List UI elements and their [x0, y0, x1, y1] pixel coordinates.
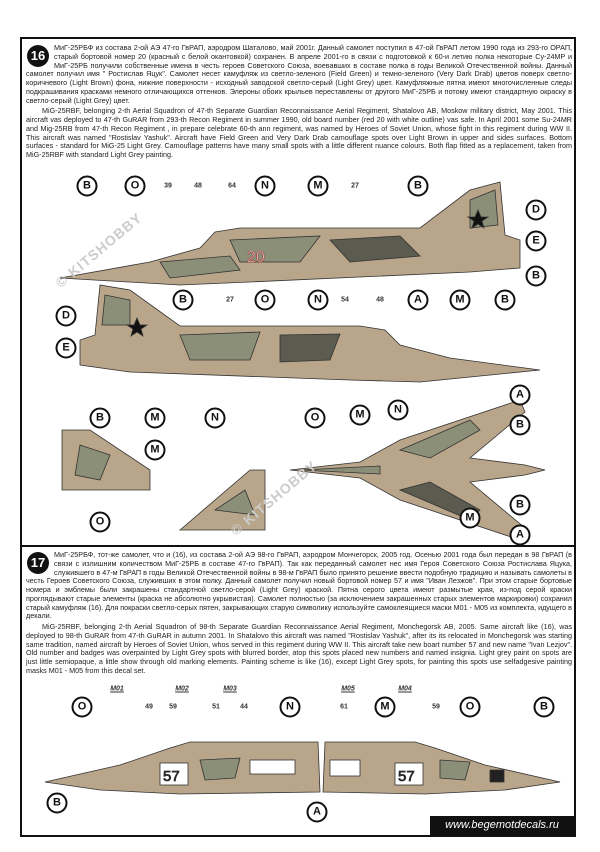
mask-label: M05 — [341, 685, 355, 693]
mask-label: M01 — [110, 685, 124, 693]
color-callout: M — [144, 407, 166, 429]
section-17-text-ru: МиГ-25РБФ, тот-же самолет, что и (16), и… — [26, 550, 572, 621]
color-callout: O — [254, 289, 276, 311]
side-view-right-17: 57 — [322, 741, 561, 795]
board-number-17-left: 57 — [163, 768, 180, 785]
color-callout: E — [55, 337, 77, 359]
color-callout: N — [279, 696, 301, 718]
color-callout: B — [494, 289, 516, 311]
color-callout: N — [387, 399, 409, 421]
section-16-description: 16 МиГ-25РБФ из состава 2-ой АЭ 47-го Гв… — [26, 43, 572, 160]
color-callout: N — [204, 407, 226, 429]
color-callout: M — [449, 289, 471, 311]
decal-reference-number: 27 — [226, 296, 234, 304]
side-view-left-16: 20 — [59, 181, 521, 286]
section-17-number: 17 — [27, 552, 49, 574]
mask-label: M04 — [398, 685, 412, 693]
mask-label: M03 — [223, 685, 237, 693]
color-callout: B — [525, 265, 547, 287]
color-callout: O — [459, 696, 481, 718]
section-16-text-ru: МиГ-25РБФ из состава 2-ой АЭ 47-го ГвРАП… — [26, 43, 572, 105]
color-callout: M — [307, 175, 329, 197]
color-callout: M — [349, 404, 371, 426]
color-callout: O — [124, 175, 146, 197]
decal-reference-number: 48 — [376, 296, 384, 304]
color-callout: O — [89, 511, 111, 533]
color-callout: B — [89, 407, 111, 429]
section-17-description: 17 МиГ-25РБФ, тот-же самолет, что и (16)… — [26, 550, 572, 676]
decal-reference-number: 59 — [432, 703, 440, 711]
decal-reference-number: 59 — [169, 703, 177, 711]
color-callout: B — [407, 175, 429, 197]
color-callout: O — [71, 696, 93, 718]
board-number-16: 20 — [247, 249, 265, 266]
color-callout: E — [525, 230, 547, 252]
section-17-text-en: MiG-25RBF, belonging 2-th Aerial Squadro… — [26, 622, 572, 675]
decal-reference-number: 44 — [240, 703, 248, 711]
color-callout: B — [533, 696, 555, 718]
color-callout: D — [525, 199, 547, 221]
decal-reference-number: 64 — [228, 182, 236, 190]
color-callout: M — [459, 507, 481, 529]
color-callout: A — [306, 801, 328, 823]
decal-reference-number: 54 — [341, 296, 349, 304]
color-callout: A — [509, 524, 531, 546]
color-callout: M — [144, 439, 166, 461]
color-callout: B — [46, 792, 68, 814]
decal-reference-number: 49 — [145, 703, 153, 711]
color-callout: B — [509, 494, 531, 516]
color-callout: N — [307, 289, 329, 311]
color-callout: B — [172, 289, 194, 311]
decal-reference-number: 27 — [351, 182, 359, 190]
top-view-16 — [289, 399, 546, 541]
section-16-text-en: MiG-25RBF, belonging 2-th Aerial Squadro… — [26, 106, 572, 159]
color-callout: D — [55, 305, 77, 327]
tail-fins-16 — [61, 429, 266, 531]
color-callout: A — [407, 289, 429, 311]
decal-reference-number: 51 — [212, 703, 220, 711]
decal-reference-number: 61 — [340, 703, 348, 711]
color-callout: N — [254, 175, 276, 197]
color-callout: A — [509, 384, 531, 406]
sheet-frame — [20, 37, 576, 837]
board-number-17-right: 57 — [398, 768, 415, 785]
color-callout: O — [304, 407, 326, 429]
color-callout: B — [76, 175, 98, 197]
decal-reference-number: 39 — [164, 182, 172, 190]
color-callout: B — [509, 414, 531, 436]
side-view-right-16 — [79, 284, 541, 383]
decal-reference-number: 48 — [194, 182, 202, 190]
section-16-number: 16 — [27, 45, 49, 67]
website-url: www.begemotdecals.ru — [430, 816, 574, 835]
red-star-insignia — [466, 208, 490, 229]
side-view-left-17: 57 — [44, 741, 321, 795]
color-callout: M — [374, 696, 396, 718]
mask-label: M02 — [175, 685, 189, 693]
section-divider — [22, 545, 576, 547]
